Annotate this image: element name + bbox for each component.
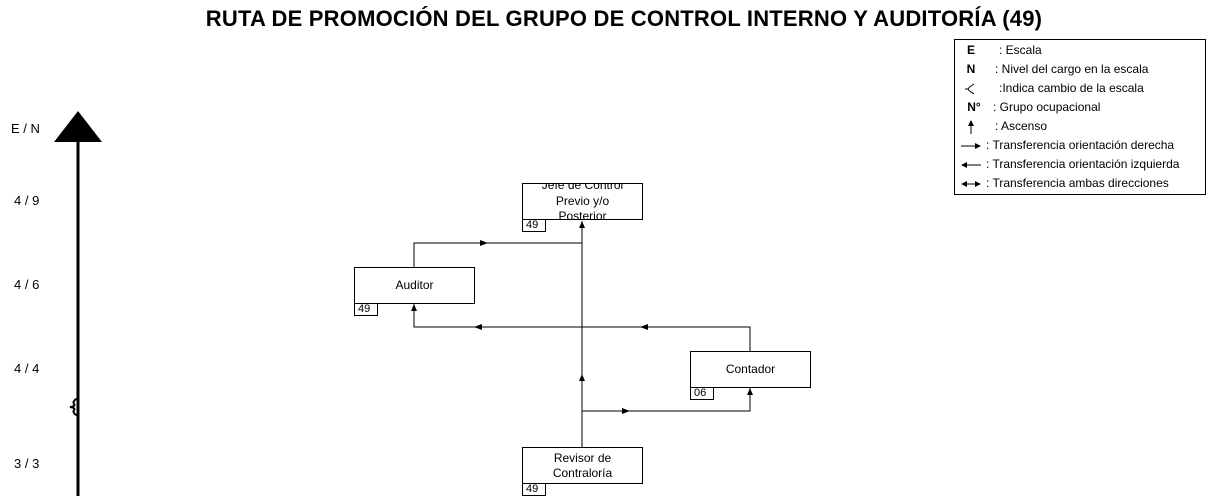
position-box-jefe-de-control: Jefe de Control Previo y/o Posterior [522, 183, 643, 220]
connection-contador-auditor [413, 304, 751, 351]
legend-text: : Grupo ocupacional [993, 100, 1101, 114]
group-code-badge: 49 [522, 483, 546, 496]
connection-auditor-jefe [413, 242, 582, 267]
arrow-up-icon [955, 118, 987, 135]
level-label: 4 / 9 [14, 193, 40, 208]
position-label: Contador [725, 362, 776, 376]
level-label: 4 / 4 [14, 361, 40, 376]
position-label: Revisor de Contraloría [552, 450, 613, 480]
position-label: Auditor [395, 278, 434, 292]
connection-revisor-contador [582, 388, 751, 412]
arrow-up-icon [411, 304, 417, 311]
arrow-right-icon [955, 137, 987, 154]
position-box-revisor-de-contraloria: Revisor de Contraloría [522, 447, 643, 484]
scale-change-icon [955, 80, 987, 97]
arrow-right-icon [622, 408, 630, 414]
arrow-left-icon [955, 156, 987, 173]
group-code-badge: 49 [522, 219, 546, 232]
connection-lines [413, 221, 751, 447]
legend-text: : Transferencia orientación derecha [986, 138, 1175, 152]
group-code-badge: 49 [354, 303, 378, 316]
legend-text: : Ascenso [995, 119, 1048, 133]
legend-symbol: E [966, 43, 975, 57]
arrow-right-icon [480, 240, 488, 246]
legend: E : Escala N : Nivel del cargo en la esc… [954, 39, 1206, 195]
diagram-title: RUTA DE PROMOCIÓN DEL GRUPO DE CONTROL I… [205, 6, 1043, 31]
arrow-left-icon [474, 324, 482, 330]
legend-text: : Transferencia orientación izquierda [986, 157, 1180, 171]
legend-text: : Escala [999, 43, 1042, 57]
connection-arrowheads [411, 221, 753, 414]
legend-symbol: N° [967, 100, 981, 114]
arrow-up-icon [747, 388, 753, 395]
arrow-up-icon [579, 221, 585, 228]
level-label: 3 / 3 [14, 456, 40, 471]
legend-text: : Nivel del cargo en la escala [995, 62, 1149, 76]
arrow-up-icon [579, 374, 585, 381]
position-box-contador: Contador [690, 351, 811, 388]
group-code-badge: 06 [690, 387, 714, 400]
scale-change-marker-icon [69, 397, 79, 417]
arrow-both-icon [955, 175, 987, 192]
vertical-axis [54, 111, 102, 496]
axis-title: E / N [11, 121, 40, 136]
position-label: Jefe de Control Previo y/o Posterior [541, 183, 624, 220]
legend-text: : Transferencia ambas direcciones [986, 176, 1169, 190]
arrow-left-icon [640, 324, 648, 330]
axis-arrowhead-icon [54, 111, 102, 142]
position-box-auditor: Auditor [354, 267, 475, 304]
legend-symbol: N [966, 62, 976, 76]
legend-text: :Indica cambio de la escala [999, 81, 1144, 95]
level-label: 4 / 6 [14, 277, 40, 292]
